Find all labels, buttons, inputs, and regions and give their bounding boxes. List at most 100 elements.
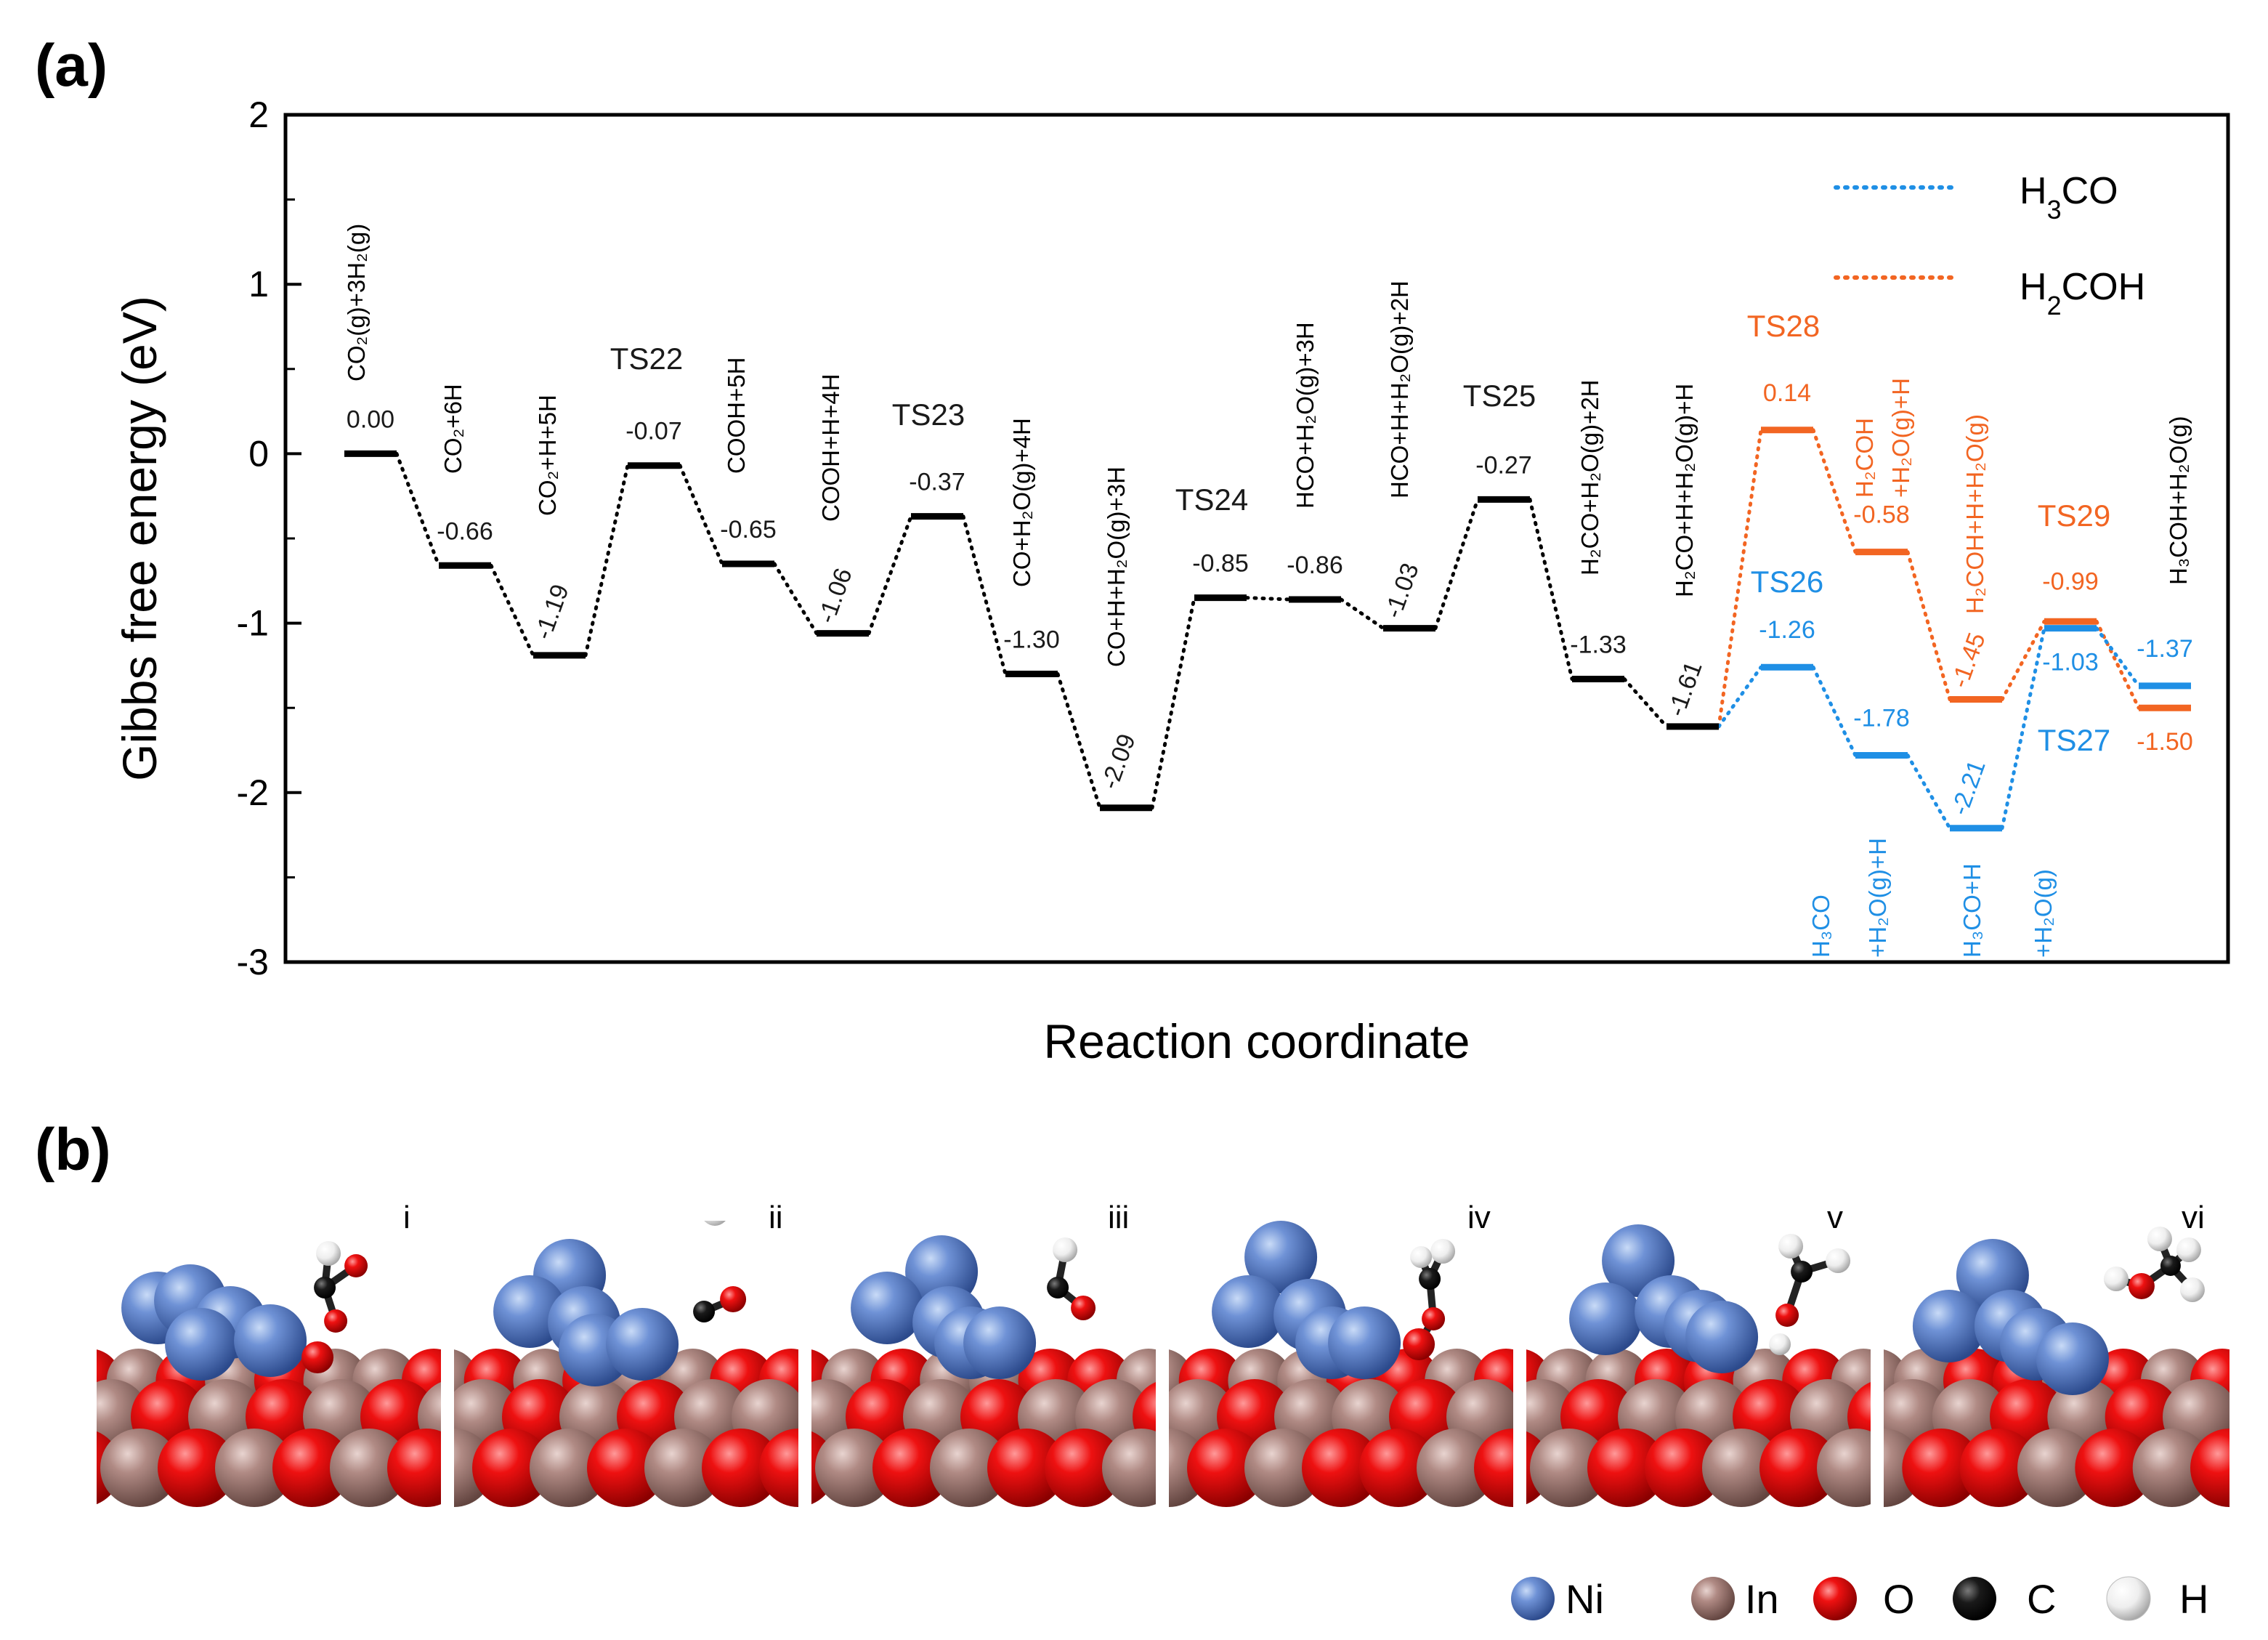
state-label-15: H₂CO+H+H₂O(g)+H xyxy=(1671,384,1698,597)
ts-label-ts26: TS26 xyxy=(1751,565,1823,599)
atom-o xyxy=(587,1429,665,1507)
connector-main xyxy=(1622,677,1669,729)
atom-ni xyxy=(1569,1282,1643,1355)
state-label-5: COOH+5H xyxy=(723,358,750,474)
connector-h3co xyxy=(1905,753,1952,831)
frame-label-iii: iii xyxy=(1108,1200,1129,1235)
atom-o xyxy=(1587,1429,1666,1507)
connector-main xyxy=(1433,497,1480,631)
energy-value-main-5: -0.65 xyxy=(720,516,777,544)
structure-frame-3 xyxy=(811,1235,1156,1507)
connector-main xyxy=(772,562,819,636)
atom-c xyxy=(1419,1268,1441,1290)
energy-value-main-10: -0.85 xyxy=(1192,550,1249,578)
bond xyxy=(708,1163,728,1190)
atom-ni xyxy=(2036,1322,2109,1395)
state-label-b17b: +H₂O(g)+H xyxy=(1864,838,1891,958)
atom-o xyxy=(324,1309,348,1333)
energy-value-h2coh-19: -0.99 xyxy=(2042,567,2099,595)
state-labels-h3co: H₃CO +H₂O(g)+H H₃CO+H +H₂O(g) xyxy=(1807,838,2057,958)
atom-h xyxy=(2103,1267,2129,1291)
energy-value-h3co-19: -1.03 xyxy=(2042,649,2099,676)
atom-c xyxy=(1047,1277,1069,1298)
element-in-label: In xyxy=(1745,1576,1779,1622)
atom-c xyxy=(1791,1261,1813,1282)
element-in-swatch xyxy=(1691,1577,1735,1620)
y-tick-label: 0 xyxy=(248,433,269,474)
structure-frame-4 xyxy=(1169,1221,1513,1507)
atom-ni xyxy=(493,1275,567,1348)
connector-h2coh xyxy=(1811,428,1858,554)
atom-o xyxy=(1302,1429,1380,1507)
energy-value-main-8: -1.30 xyxy=(1003,626,1060,654)
energy-value-main-6: -1.06 xyxy=(813,565,858,627)
atom-o xyxy=(1187,1429,1265,1507)
connector-h3co xyxy=(2094,626,2141,688)
state-label-3: CO₂+H+5H xyxy=(534,395,561,516)
state-label-6: COOH+H+4H xyxy=(817,373,844,522)
atom-o xyxy=(1422,1307,1446,1330)
atom-in xyxy=(1244,1429,1323,1507)
connector-h3co xyxy=(1811,665,1858,757)
atom-in xyxy=(215,1429,293,1507)
ts-label-ts27: TS27 xyxy=(2038,723,2110,757)
atom-h xyxy=(694,1149,721,1176)
energy-value-h2coh-17: -0.58 xyxy=(1853,501,1910,529)
connector-main xyxy=(583,464,630,658)
atom-in xyxy=(815,1429,894,1507)
atom-in xyxy=(644,1429,723,1507)
atom-in xyxy=(930,1429,1008,1507)
element-ni-swatch xyxy=(1511,1577,1555,1620)
energy-value-main-13: -0.27 xyxy=(1475,451,1532,479)
element-ni-label: Ni xyxy=(1566,1576,1604,1622)
atom-o xyxy=(1902,1429,1981,1507)
atom-in xyxy=(2132,1429,2211,1507)
y-axis-label: Gibbs free energy (eV) xyxy=(113,296,166,781)
state-label-11: HCO+H₂O(g)+3H xyxy=(1292,322,1319,509)
atom-ni xyxy=(1685,1301,1759,1373)
ts-label-ts28: TS28 xyxy=(1747,309,1820,343)
atom-in xyxy=(1817,1429,1871,1507)
atom-ni xyxy=(963,1306,1037,1379)
atom-in xyxy=(1530,1429,1608,1507)
element-h-label: H xyxy=(2179,1576,2208,1622)
state-label-8: CO+H₂O(g)+4H xyxy=(1008,418,1035,587)
energy-value-h2coh-20: -1.50 xyxy=(2137,728,2193,756)
connector-main xyxy=(867,514,913,636)
connector-h3co xyxy=(2000,626,2046,831)
element-legend: Ni In O C H xyxy=(1511,1576,2208,1622)
atom-o xyxy=(158,1429,236,1507)
atom-o xyxy=(2128,1273,2155,1299)
state-labels-h2coh: H₂COH +H₂O(g)+H H₂COH+H+H₂O(g) xyxy=(1851,378,1988,614)
legend-label-h2coh: H2COH xyxy=(2020,266,2145,320)
atom-o xyxy=(2075,1429,2154,1507)
atom-in xyxy=(1417,1429,1495,1507)
y-tick-label: 1 xyxy=(248,264,269,304)
atom-o xyxy=(387,1429,441,1507)
ts-label-ts23: TS23 xyxy=(892,397,965,432)
atom-o xyxy=(1759,1429,1838,1507)
panel-b-label: (b) xyxy=(35,1117,111,1183)
atom-c xyxy=(2160,1256,2181,1276)
atom-ni xyxy=(851,1272,924,1344)
state-label-b17a: H₃CO xyxy=(1807,894,1834,958)
state-label-17a: H₂COH xyxy=(1851,418,1878,498)
element-h-swatch xyxy=(2106,1576,2151,1621)
atom-ni xyxy=(1212,1275,1285,1348)
state-label-12: HCO+H+H₂O(g)+2H xyxy=(1386,280,1413,498)
energy-value-h3co-16: -1.26 xyxy=(1759,616,1815,644)
energy-value-h2coh-16: 0.14 xyxy=(1763,379,1811,407)
connector-main xyxy=(1339,597,1385,631)
connector-main xyxy=(489,563,535,658)
energy-value-main-4: -0.07 xyxy=(625,418,682,445)
atom-h xyxy=(1826,1248,1851,1273)
atom-o xyxy=(1959,1429,2038,1507)
atom-in xyxy=(2017,1429,2096,1507)
structure-frame-1 xyxy=(97,1241,441,1507)
state-label-2: CO₂+6H xyxy=(440,384,466,474)
frame-label-ii: ii xyxy=(769,1200,783,1235)
element-c-label: C xyxy=(2027,1576,2056,1622)
atom-h xyxy=(1778,1234,1804,1259)
energy-value-h3co-17: -1.78 xyxy=(1853,704,1910,732)
